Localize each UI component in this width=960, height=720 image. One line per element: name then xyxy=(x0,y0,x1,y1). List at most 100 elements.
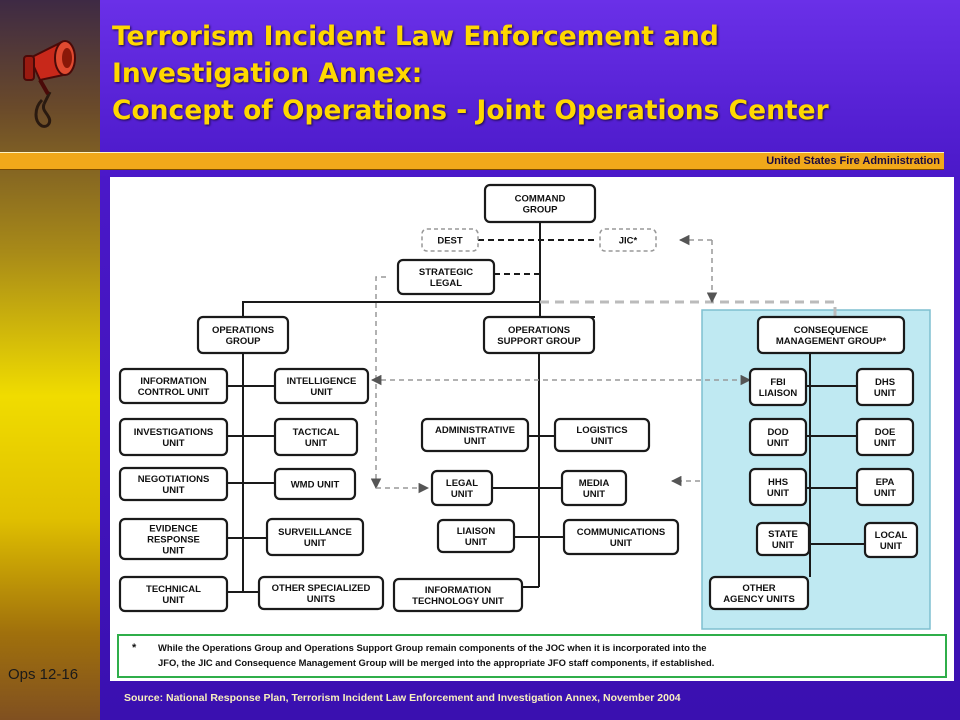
title-line-2: Investigation Annex: xyxy=(112,58,423,89)
dest-box-label: DEST xyxy=(437,236,463,247)
support-right-unit-0-label: UNIT xyxy=(591,436,613,447)
support-left-unit-1-label: LEGAL xyxy=(446,478,478,489)
operations-support-group-box-label: SUPPORT GROUP xyxy=(497,336,581,347)
ops-right-unit-2: WMD UNIT xyxy=(273,467,357,501)
organization-bar: United States Fire Administration xyxy=(0,152,944,170)
ops-left-unit-0-label: CONTROL UNIT xyxy=(138,387,210,398)
command-group-box-label: COMMAND xyxy=(515,194,566,205)
operations-group-box-label: OPERATIONS xyxy=(212,325,274,336)
strategic-legal-box-label: STRATEGIC xyxy=(419,267,473,278)
ops-left-unit-2-label: NEGOTIATIONS xyxy=(138,474,210,485)
footnote-box xyxy=(117,634,947,678)
cmg-right-unit-3-label: LOCAL xyxy=(875,530,908,541)
support-right-unit-2-label: UNIT xyxy=(610,538,632,549)
ops-left-unit-3-label: EVIDENCE xyxy=(149,524,198,535)
ops-left-unit-1-label: INVESTIGATIONS xyxy=(134,427,214,438)
ops-left-unit-3-label: RESPONSE xyxy=(147,535,200,546)
ops-left-unit-2-label: UNIT xyxy=(162,485,184,496)
support-right-unit-0-label: LOGISTICS xyxy=(576,425,627,436)
footnote-star: * xyxy=(132,642,137,654)
operations-support-group-box-label: OPERATIONS xyxy=(508,325,570,336)
ops-right-unit-0-label: UNIT xyxy=(310,387,332,398)
support-right-unit-2-label: COMMUNICATIONS xyxy=(577,527,665,538)
ops-right-unit-4-label: OTHER SPECIALIZED xyxy=(272,583,371,594)
support-right-unit-1-label: UNIT xyxy=(583,489,605,500)
support-right-unit-1-label: MEDIA xyxy=(579,478,610,489)
dest-box: DEST xyxy=(421,228,479,252)
title-line-3: Concept of Operations - Joint Operations… xyxy=(112,95,829,126)
strategic-legal-box-label: LEGAL xyxy=(430,278,462,289)
megaphone-logo-icon xyxy=(23,40,76,128)
cmg-right-unit-2-label: EPA xyxy=(876,477,895,488)
ops-right-unit-0-label: INTELLIGENCE xyxy=(287,376,357,387)
consequence-management-group-box-label: CONSEQUENCE xyxy=(794,325,868,336)
support-left-unit-2-label: UNIT xyxy=(465,537,487,548)
cmg-left-unit-3-label: UNIT xyxy=(772,540,794,551)
cmg-left-unit-0-label: LIAISON xyxy=(759,388,798,399)
ops-left-unit-4-label: UNIT xyxy=(162,595,184,606)
ops-left-unit-3-label: UNIT xyxy=(162,546,184,557)
cmg-right-unit-3-label: UNIT xyxy=(880,541,902,552)
support-left-unit-0-label: UNIT xyxy=(464,436,486,447)
cmg-right-unit-2-label: UNIT xyxy=(874,488,896,499)
cmg-left-unit-2-label: HHS xyxy=(768,477,788,488)
support-left-unit-0-label: ADMINISTRATIVE xyxy=(435,425,515,436)
support-left-unit-3-label: TECHNOLOGY UNIT xyxy=(412,596,504,607)
source-citation: Source: National Response Plan, Terroris… xyxy=(124,692,681,704)
ops-left-unit-4-label: TECHNICAL xyxy=(146,584,201,595)
cmg-left-unit-1-label: DOD xyxy=(767,427,788,438)
footnote-line-1: While the Operations Group and Operation… xyxy=(158,642,706,653)
cmg-right-unit-1-label: DOE xyxy=(875,427,896,438)
cmg-left-unit-3-label: STATE xyxy=(768,529,798,540)
ops-right-unit-3-label: UNIT xyxy=(304,538,326,549)
ops-right-unit-4-label: UNITS xyxy=(307,594,336,605)
ops-right-unit-3-label: SURVEILLANCE xyxy=(278,527,352,538)
jic-box-label: JIC* xyxy=(619,236,638,247)
dashed-references xyxy=(370,234,837,494)
cmg-left-unit-4-label: AGENCY UNITS xyxy=(723,594,795,605)
support-left-unit-1-label: UNIT xyxy=(451,489,473,500)
ops-right-unit-1-label: TACTICAL xyxy=(293,427,340,438)
operations-group-box-label: GROUP xyxy=(226,336,262,347)
slide-number-label: Ops 12-16 xyxy=(8,666,79,683)
cmg-left-unit-2-label: UNIT xyxy=(767,488,789,499)
support-left-unit-2-label: LIAISON xyxy=(457,526,496,537)
cmg-left-unit-0-label: FBI xyxy=(770,377,785,388)
cmg-right-unit-0-label: UNIT xyxy=(874,388,896,399)
cmg-right-unit-1-label: UNIT xyxy=(874,438,896,449)
footnote-line-2: JFO, the JIC and Consequence Management … xyxy=(158,657,714,668)
ops-left-unit-0-label: INFORMATION xyxy=(140,376,206,387)
cmg-left-unit-4-label: OTHER xyxy=(742,583,775,594)
support-left-unit-3-label: INFORMATION xyxy=(425,585,491,596)
title-line-1: Terrorism Incident Law Enforcement and xyxy=(112,21,719,52)
jic-box: JIC* xyxy=(599,228,657,252)
